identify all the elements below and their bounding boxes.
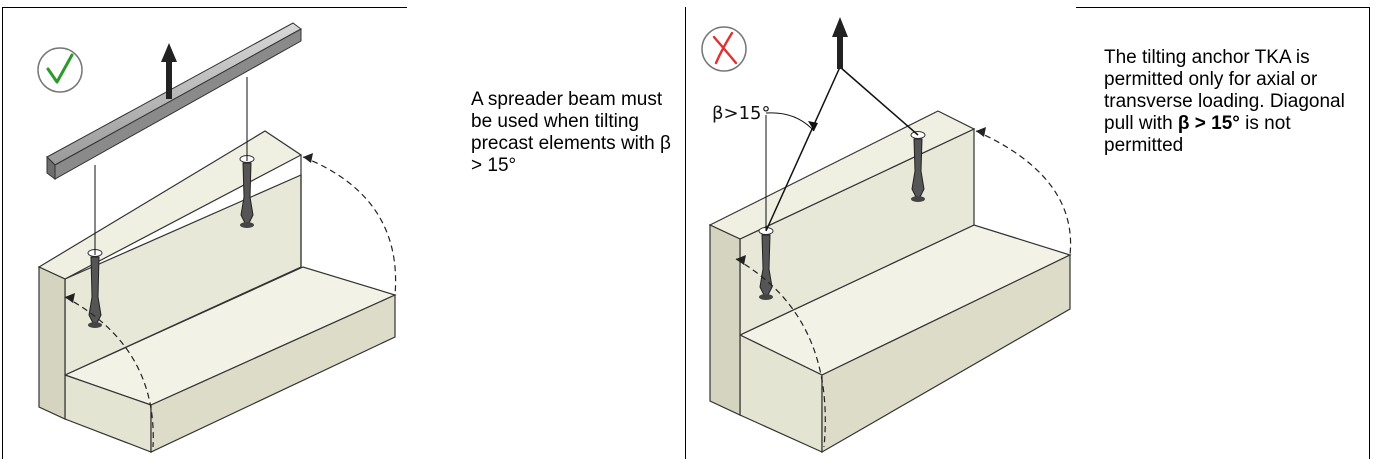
checkmark-icon: [37, 47, 83, 93]
top-rule-left: [2, 7, 407, 8]
cross-icon: [701, 26, 747, 72]
anchor-right: [910, 131, 926, 202]
diagonal-pull-figure: β>15°: [701, 17, 1072, 454]
precast-element: [37, 130, 397, 453]
panel-incorrect: β>15° The tilting anchor TKA is permitte…: [686, 7, 1370, 459]
caption-bold: β > 15°: [1177, 113, 1240, 134]
caption-text-end: is not permitted: [1104, 113, 1291, 156]
caption-correct: A spreader beam must be used when tiltin…: [471, 89, 671, 176]
spreader-beam-figure: [37, 22, 397, 453]
top-rule-right: [1076, 7, 1370, 8]
caption-text: The tilting anchor TKA is permitted only…: [1104, 47, 1345, 134]
caption-incorrect: The tilting anchor TKA is permitted only…: [1104, 47, 1364, 157]
panel-correct: A spreader beam must be used when tiltin…: [2, 7, 686, 459]
spreader-beam: [46, 22, 302, 180]
angle-label: β>15°: [712, 103, 770, 124]
anchor-left: [87, 249, 103, 328]
lift-arrow-icon: [832, 17, 848, 69]
lift-arrow-icon: [161, 43, 177, 99]
precast-element: [708, 110, 1072, 454]
